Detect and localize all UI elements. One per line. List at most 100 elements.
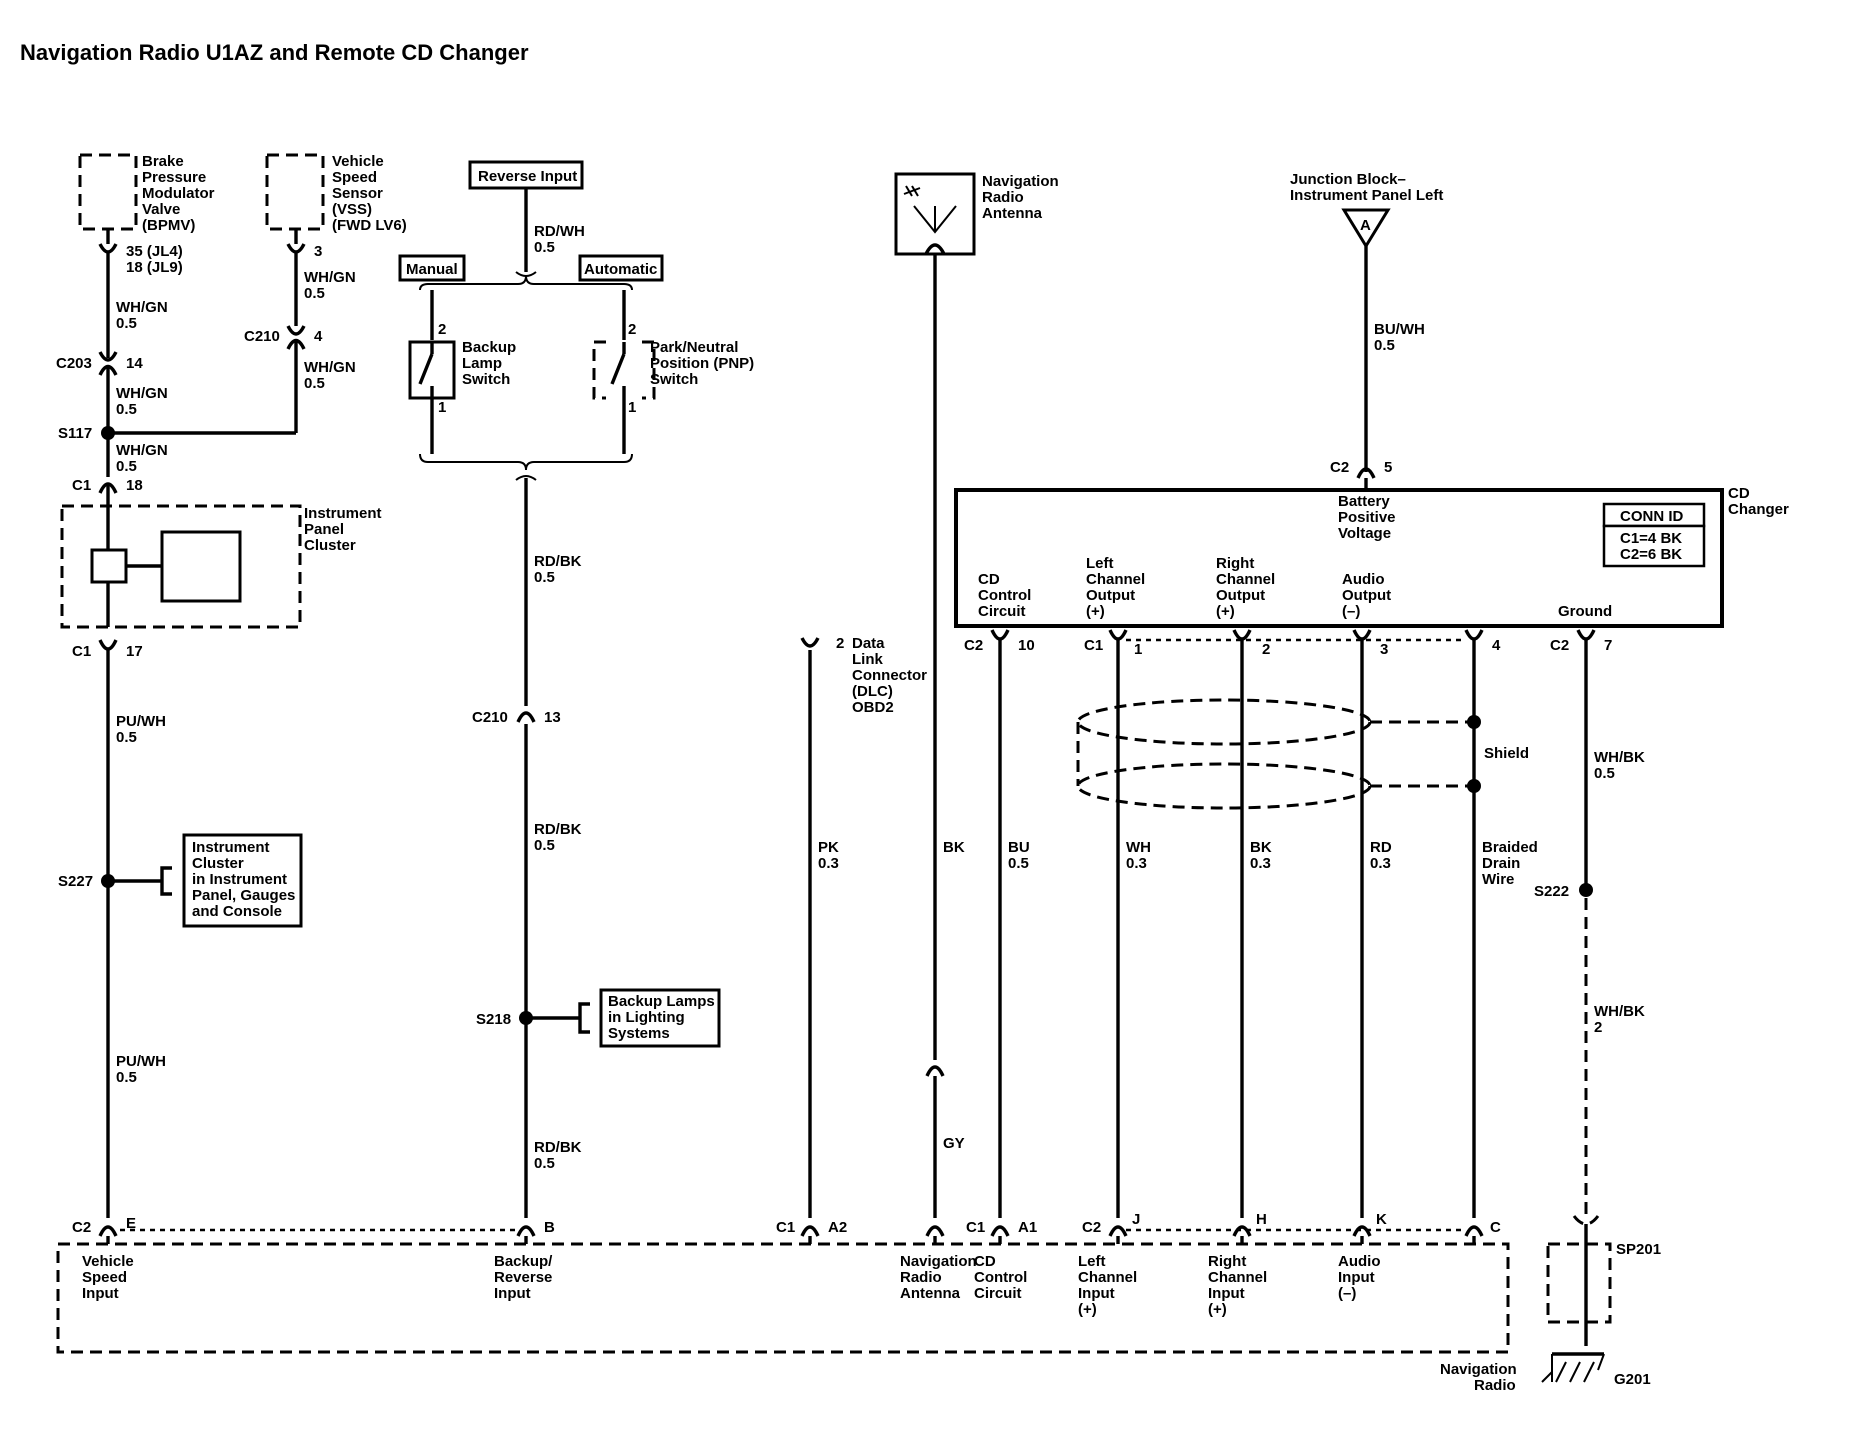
svg-text:in Lighting: in Lighting: [608, 1009, 685, 1026]
pin-k-connector-icon: [1352, 1225, 1372, 1237]
pin-a2: A2: [828, 1219, 847, 1236]
vss-label: Vehicle Speed Sensor (VSS) (FWD LV6): [332, 153, 407, 234]
svg-text:Vehicle: Vehicle: [82, 1253, 134, 1270]
svg-text:Radio: Radio: [900, 1269, 942, 1286]
svg-text:in Instrument: in Instrument: [192, 871, 287, 888]
vehicle-speed-input-label: Vehicle Speed Input: [82, 1253, 134, 1302]
pin-3-connector-icon: [1352, 629, 1372, 641]
svg-text:CD: CD: [1728, 485, 1750, 502]
wire-label: BK: [1250, 839, 1272, 856]
svg-text:Cluster: Cluster: [304, 537, 356, 554]
wire-size: 0.3: [1126, 855, 1147, 872]
c203-label: C203: [56, 355, 92, 372]
wire-size: 0.5: [304, 285, 325, 302]
bpmv-label: Brake Pressure Modulator Valve (BPMV): [142, 153, 215, 234]
svg-text:and Console: and Console: [192, 903, 282, 920]
svg-text:Navigation: Navigation: [900, 1253, 977, 1270]
shield-ellipse-bottom: [1076, 762, 1372, 810]
switch-pin: 1: [628, 399, 636, 416]
svg-text:Radio: Radio: [982, 189, 1024, 206]
vss-pin: 3: [314, 243, 322, 260]
cd-changer-box: [954, 488, 1724, 628]
c1-top-label: C1: [1084, 637, 1103, 654]
svg-text:Audio: Audio: [1338, 1253, 1381, 1270]
antenna-inline-connector-icon: [925, 1065, 945, 1077]
shield-ellipse-top: [1076, 698, 1372, 746]
c2-10-label: C2: [964, 637, 983, 654]
cd-pin-3: 3: [1380, 641, 1388, 658]
svg-text:(–): (–): [1338, 1285, 1356, 1302]
cd-control-circuit-label: CD Control Circuit: [978, 571, 1031, 620]
backup-reverse-input-label: Backup/ Reverse Input: [494, 1253, 553, 1302]
selector-bracket-bottom: [419, 453, 633, 471]
backup-lamp-switch-label: Backup Lamp Switch: [462, 339, 516, 388]
bpmv-component: [78, 153, 138, 231]
svg-text:Panel: Panel: [304, 521, 344, 538]
svg-text:Instrument: Instrument: [192, 839, 270, 856]
antenna-icon: [913, 205, 957, 234]
wire-label: BU: [1008, 839, 1030, 856]
c1-18-pin: 18: [126, 477, 143, 494]
svg-text:Output: Output: [1342, 587, 1391, 604]
wire-size: 0.5: [534, 837, 555, 854]
svg-text:Circuit: Circuit: [974, 1285, 1022, 1302]
pin-c-connector-icon: [1464, 1225, 1484, 1237]
svg-text:(VSS): (VSS): [332, 201, 372, 218]
c1-17-pin: 17: [126, 643, 143, 660]
svg-text:Braided: Braided: [1482, 839, 1538, 856]
svg-text:Changer: Changer: [1728, 501, 1789, 518]
navigation-radio-label: Navigation Radio: [1440, 1361, 1517, 1394]
svg-text:Voltage: Voltage: [1338, 525, 1391, 542]
svg-text:Backup: Backup: [462, 339, 516, 356]
svg-text:Channel: Channel: [1216, 571, 1275, 588]
audio-input-label: Audio Input (–): [1338, 1253, 1381, 1302]
c1-17-label: C1: [72, 643, 91, 660]
svg-text:(+): (+): [1208, 1301, 1227, 1318]
c2-10-pin: 10: [1018, 637, 1035, 654]
manual-box: [398, 254, 466, 282]
wire-label: RD/BK: [534, 553, 582, 570]
wire-size: 0.5: [116, 315, 137, 332]
instrument-cluster-reference: [182, 833, 303, 928]
svg-text:Switch: Switch: [462, 371, 510, 388]
svg-text:(FWD LV6): (FWD LV6): [332, 217, 407, 234]
switch-pin: 2: [438, 321, 446, 338]
c203-connector-icon: [98, 351, 118, 362]
c210-a-label: C210: [244, 328, 280, 345]
dlc-pin: 2: [836, 635, 844, 652]
c1-17-connector-icon: [98, 639, 118, 651]
c2-5-pin: 5: [1384, 459, 1392, 476]
wire-size: 0.5: [116, 401, 137, 418]
svg-text:CD: CD: [978, 571, 1000, 588]
svg-text:Right: Right: [1216, 555, 1254, 572]
svg-text:Control: Control: [974, 1269, 1027, 1286]
svg-text:Output: Output: [1216, 587, 1265, 604]
c1-18-label: C1: [72, 477, 91, 494]
svg-text:Link: Link: [852, 651, 883, 668]
junction-letter: A: [1360, 217, 1371, 234]
splice-s117: [101, 426, 115, 440]
svg-text:(DLC): (DLC): [852, 683, 893, 700]
bpmv-pin-label: 35 (JL4): [126, 243, 183, 260]
svg-text:Systems: Systems: [608, 1025, 670, 1042]
bpmv-connector-icon: [98, 243, 118, 254]
svg-text:Modulator: Modulator: [142, 185, 215, 202]
svg-text:(+): (+): [1086, 603, 1105, 620]
svg-text:Antenna: Antenna: [900, 1285, 961, 1302]
left-channel-input-label: Left Channel Input (+): [1078, 1253, 1137, 1318]
c203-pin: 14: [126, 355, 143, 372]
c1-a1-label: C1: [966, 1219, 985, 1236]
svg-text:(+): (+): [1078, 1301, 1097, 1318]
wire-label: WH/GN: [304, 269, 356, 286]
wire-size: 0.5: [1374, 337, 1395, 354]
diagram-title: Navigation Radio U1AZ and Remote CD Chan…: [20, 40, 529, 65]
svg-text:Channel: Channel: [1078, 1269, 1137, 1286]
pnp-switch-label: Park/Neutral Position (PNP) Switch: [650, 339, 754, 388]
svg-text:Backup Lamps: Backup Lamps: [608, 993, 715, 1010]
vss-component: [265, 153, 325, 231]
junction-block-fuse-icon: [1341, 208, 1391, 249]
svg-text:Backup/: Backup/: [494, 1253, 553, 1270]
wire-label: WH/GN: [116, 442, 168, 459]
s117-label: S117: [58, 425, 92, 442]
c210-a-pin: 4: [314, 328, 323, 345]
